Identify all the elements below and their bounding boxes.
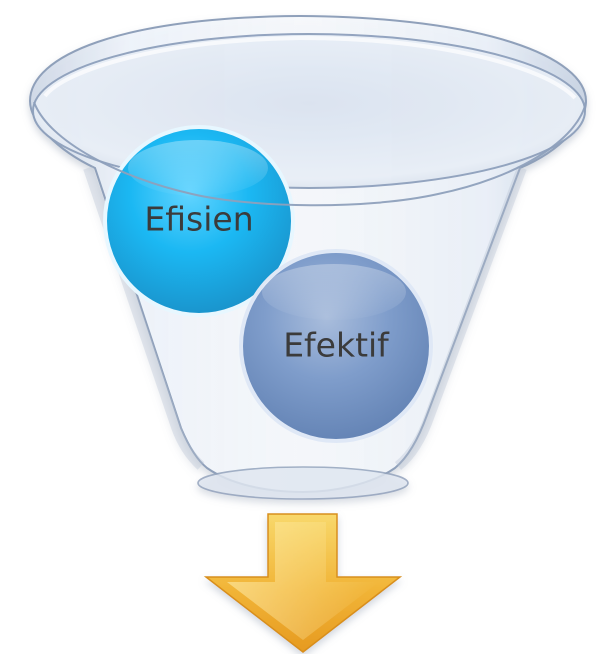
funnel-shade-right [394,166,527,470]
down-arrow-icon [203,513,403,653]
funnel-shade-left [83,166,205,470]
circle-label-efisien: Efisien [144,200,253,239]
funnel-bottom [197,466,409,500]
funnel-front-rim [33,101,587,207]
circle-efisien: Efisien [103,125,295,317]
circle-efektif: Efektif [239,249,433,443]
funnel-rim [32,33,586,189]
down-arrow-highlight [227,522,379,640]
circle-label-efektif: Efektif [283,326,390,365]
funnel-rim-highlight [43,35,577,100]
